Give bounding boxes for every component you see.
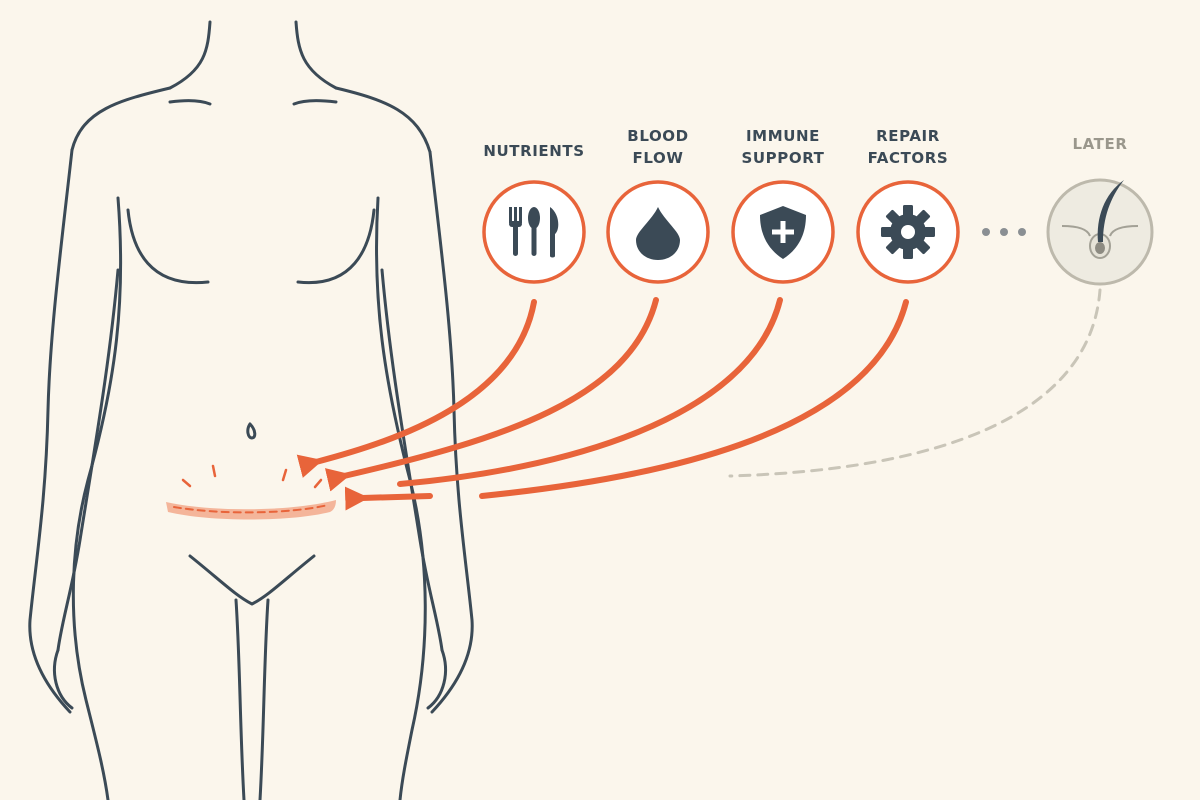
- later-dashed-connector: [728, 288, 1102, 478]
- factor-labels: NUTRIENTS BLOOD FLOW IMMUNE SUPPORT REPAIR FAC…: [483, 127, 1127, 167]
- arrow-incoming: [344, 486, 433, 511]
- groin-line: [188, 554, 316, 606]
- factor-arrows: [296, 297, 909, 511]
- ellipsis-dot: [982, 228, 990, 236]
- arm-right-outer: [428, 150, 474, 714]
- shoulder-right: [334, 86, 432, 154]
- shield-plus-icon: [760, 206, 806, 259]
- arm-left-outer: [28, 148, 74, 714]
- hair-follicle-icon: [1061, 180, 1139, 259]
- breast-left: [126, 208, 210, 285]
- arrow-nutrients: [296, 299, 537, 478]
- tick-mark: [181, 478, 192, 488]
- arm-right-inner: [380, 268, 444, 652]
- factor-circle-blood-flow: [606, 180, 710, 284]
- collarbone-left: [168, 99, 212, 106]
- arm-left-inner: [56, 268, 120, 652]
- incision-stitch-line: [173, 504, 329, 514]
- factor-label-line1: IMMUNE: [746, 127, 820, 145]
- ellipsis-dot: [1018, 228, 1026, 236]
- ellipsis-dot: [1000, 228, 1008, 236]
- inner-thigh-left: [234, 598, 246, 800]
- hand-left: [53, 648, 74, 710]
- tick-mark: [313, 478, 323, 489]
- arrow-immune-support: [397, 297, 783, 487]
- factor-circles: [482, 178, 1154, 286]
- collarbone-right: [292, 99, 338, 106]
- arrow-repair-factors: [479, 299, 909, 499]
- factor-label-line2: FLOW: [633, 149, 684, 167]
- inner-thigh-right: [258, 598, 270, 800]
- utensils-icon: [509, 207, 559, 258]
- neck-left: [168, 20, 212, 90]
- breast-right: [296, 208, 376, 285]
- later-label: LATER: [1072, 135, 1127, 153]
- neck-right: [294, 20, 338, 90]
- gear-icon: [881, 205, 935, 259]
- factor-circle-nutrients: [482, 180, 586, 284]
- factor-label-line2: SUPPORT: [741, 149, 824, 167]
- factor-label-line2: FACTORS: [868, 149, 949, 167]
- hand-right: [426, 648, 447, 710]
- arrow-blood-flow: [324, 297, 659, 492]
- navel: [246, 422, 257, 440]
- factor-label-line1: BLOOD: [627, 127, 688, 145]
- ellipsis-dots: [982, 228, 1026, 236]
- blood-drop-icon: [636, 207, 680, 260]
- incision-site: [166, 500, 336, 520]
- factor-circle-later: [1046, 178, 1154, 286]
- healing-ticks: [181, 464, 323, 489]
- tick-mark: [281, 468, 288, 482]
- factor-label-line1: REPAIR: [876, 127, 940, 145]
- body-outline: [28, 20, 474, 800]
- torso-left: [71, 196, 123, 800]
- factor-circle-repair-factors: [856, 180, 960, 284]
- shoulder-left: [70, 86, 172, 152]
- factor-circle-immune-support: [731, 180, 835, 284]
- factor-label-line1: NUTRIENTS: [483, 142, 584, 160]
- tick-mark: [211, 464, 217, 478]
- incision-band: [166, 500, 336, 520]
